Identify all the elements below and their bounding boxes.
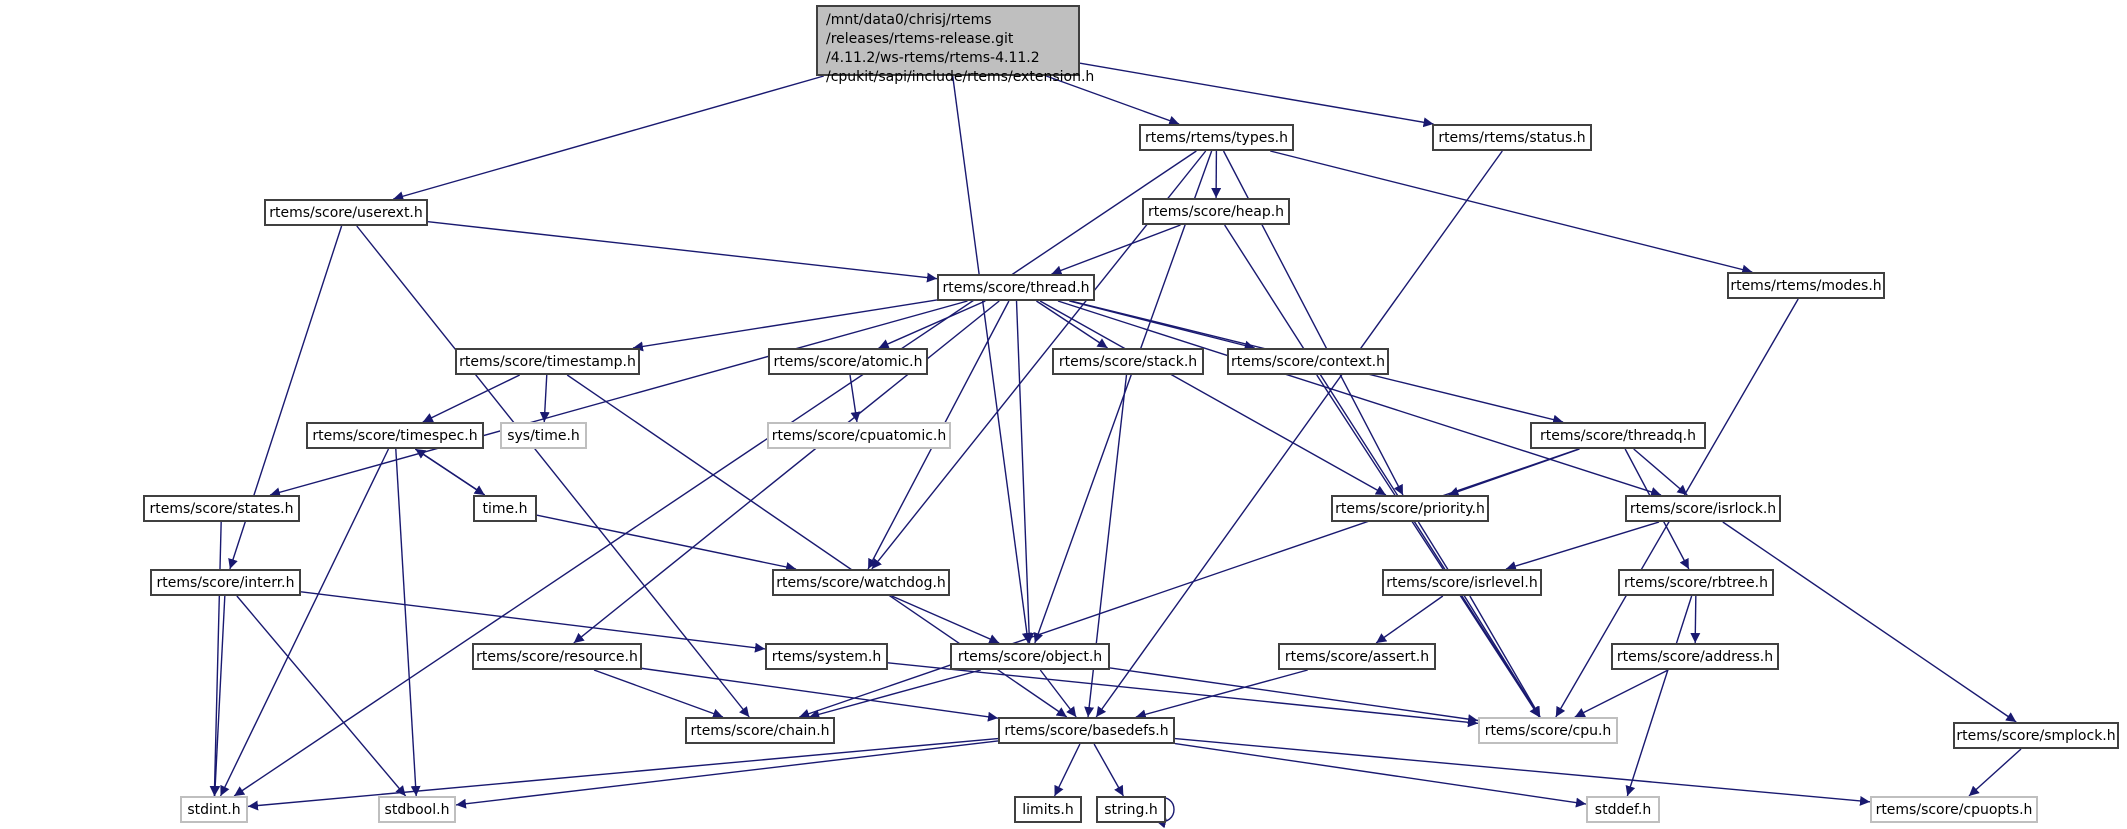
edge-basedefs-to-stdint: [247, 737, 999, 811]
edge-states-to-stdint: [209, 521, 222, 797]
node-heap-h[interactable]: rtems/score/heap.h: [1142, 198, 1290, 225]
node-resource-h[interactable]: rtems/score/resource.h: [472, 643, 642, 670]
edge-userext-to-thread: [427, 220, 938, 283]
node-stack-h[interactable]: rtems/score/stack.h: [1052, 348, 1204, 375]
edge-types-to-object: [1033, 150, 1213, 644]
edge-priority-to-cpu: [1417, 521, 1541, 718]
node-smplock-h[interactable]: rtems/score/smplock.h: [1953, 722, 2119, 749]
edge-thread-to-atomic: [878, 300, 986, 349]
edge-basedefs-to-stdbool: [455, 740, 999, 809]
edge-timespec-to-stdint: [219, 448, 390, 797]
edge-interr-to-stdint: [210, 595, 226, 797]
edge-context-to-cpu: [1316, 374, 1540, 718]
edge-userext-to-chain: [356, 225, 750, 718]
node-timestamp-h[interactable]: rtems/score/timestamp.h: [455, 348, 640, 375]
edge-root-to-userext: [393, 75, 824, 202]
edge-interr-to-stdbool: [236, 595, 407, 797]
edge-resource-to-chain: [593, 669, 724, 719]
edge-heap-to-thread: [1051, 224, 1181, 276]
edge-smplock-to-cpuopts: [1968, 748, 2022, 797]
node-chain-h[interactable]: rtems/score/chain.h: [685, 717, 835, 744]
node-atomic-h[interactable]: rtems/score/atomic.h: [768, 348, 928, 375]
node-string-h[interactable]: string.h: [1096, 796, 1166, 823]
edge-thread-to-timestamp: [632, 299, 938, 352]
edge-assert-to-basedefs: [1135, 669, 1308, 720]
node-isrlevel-h[interactable]: rtems/score/isrlevel.h: [1382, 569, 1542, 596]
node-stddef-h[interactable]: stddef.h: [1586, 796, 1660, 823]
node-states-h[interactable]: rtems/score/states.h: [143, 495, 300, 522]
node-context-h[interactable]: rtems/score/context.h: [1227, 348, 1389, 375]
node-types-h[interactable]: rtems/rtems/types.h: [1139, 124, 1294, 151]
edge-interr-to-system: [300, 591, 766, 653]
edge-root-to-object: [952, 75, 1032, 644]
node-time-h[interactable]: time.h: [473, 495, 537, 522]
edge-heap-to-cpu: [1224, 224, 1540, 718]
edge-atomic-to-cpuatomic: [849, 374, 861, 423]
node-isrlock-h[interactable]: rtems/score/isrlock.h: [1625, 495, 1781, 522]
edge-thread-to-isrlock: [1057, 300, 1662, 497]
edge-timestamp-to-timespec: [422, 374, 520, 423]
node-sys-time-h[interactable]: sys/time.h: [500, 422, 587, 449]
edge-object-to-chain: [809, 669, 981, 720]
edge-system-to-cpu: [887, 662, 1479, 728]
edge-time-to-timespec: [414, 448, 486, 496]
edge-basedefs-to-string: [1093, 743, 1125, 797]
node-limits-h[interactable]: limits.h: [1014, 796, 1082, 823]
node-rbtree-h[interactable]: rtems/score/rbtree.h: [1618, 569, 1774, 596]
edge-isrlock-to-smplock: [1722, 521, 2017, 723]
edge-isrlock-to-isrlevel: [1505, 521, 1660, 571]
node-basedefs-h[interactable]: rtems/score/basedefs.h: [998, 717, 1175, 744]
edge-thread-to-priority: [1039, 300, 1387, 496]
edge-threadq-to-chain: [799, 448, 1579, 719]
edge-rbtree-to-address: [1690, 595, 1701, 644]
edge-timestamp-to-systime: [539, 374, 550, 423]
node-cpu-h[interactable]: rtems/score/cpu.h: [1478, 717, 1618, 744]
edge-timespec-to-stdbool: [395, 448, 421, 797]
node-object-h[interactable]: rtems/score/object.h: [950, 643, 1110, 670]
edge-root-to-status: [1079, 62, 1434, 128]
node-stdint-h[interactable]: stdint.h: [180, 796, 248, 823]
edge-object-to-basedefs: [1039, 669, 1077, 718]
edge-object-to-cpu: [1109, 667, 1479, 725]
edge-threadq-to-isrlock: [1633, 448, 1688, 496]
node-system-h[interactable]: rtems/system.h: [765, 643, 888, 670]
edge-types-to-stdint: [233, 150, 1197, 797]
edge-address-to-cpu: [1574, 669, 1669, 718]
node-cpuopts-h[interactable]: rtems/score/cpuopts.h: [1870, 796, 2038, 823]
edge-watchdog-to-object: [891, 595, 1000, 644]
edge-thread-to-resource: [573, 300, 1000, 644]
edge-rbtree-to-stddef: [1625, 595, 1693, 797]
node-threadq-h[interactable]: rtems/score/threadq.h: [1530, 422, 1706, 449]
node-cpuatomic-h[interactable]: rtems/score/cpuatomic.h: [767, 422, 951, 449]
node-thread-h[interactable]: rtems/score/thread.h: [937, 274, 1095, 301]
root-file-node[interactable]: /mnt/data0/chrisj/rtems /releases/rtems-…: [816, 5, 1094, 85]
edge-basedefs-to-cpuopts: [1174, 737, 1871, 806]
edge-time-to-watchdog: [536, 514, 797, 572]
node-priority-h[interactable]: rtems/score/priority.h: [1331, 495, 1489, 522]
node-address-h[interactable]: rtems/score/address.h: [1611, 643, 1779, 670]
node-interr-h[interactable]: rtems/score/interr.h: [150, 569, 301, 596]
edge-root-to-types: [1046, 75, 1180, 126]
edge-thread-to-states: [269, 300, 968, 498]
edge-isrlevel-to-cpu: [1469, 595, 1541, 718]
node-userext-h[interactable]: rtems/score/userext.h: [264, 199, 428, 226]
edge-resource-to-basedefs: [641, 667, 999, 722]
edge-status-to-basedefs: [1095, 150, 1503, 718]
edge-types-to-modes: [1270, 150, 1753, 275]
node-watchdog-h[interactable]: rtems/score/watchdog.h: [772, 569, 950, 596]
node-timespec-h[interactable]: rtems/score/timespec.h: [306, 422, 484, 449]
edge-thread-to-stack: [1036, 300, 1108, 349]
node-stdbool-h[interactable]: stdbool.h: [378, 796, 456, 823]
edge-basedefs-to-limits: [1053, 743, 1081, 797]
node-status-h[interactable]: rtems/rtems/status.h: [1432, 124, 1592, 151]
edge-isrlevel-to-assert: [1375, 595, 1444, 644]
node-modes-h[interactable]: rtems/rtems/modes.h: [1727, 272, 1885, 299]
edge-basedefs-to-stddef: [1174, 742, 1587, 808]
edge-thread-to-object: [1015, 300, 1035, 644]
node-assert-h[interactable]: rtems/score/assert.h: [1278, 643, 1436, 670]
